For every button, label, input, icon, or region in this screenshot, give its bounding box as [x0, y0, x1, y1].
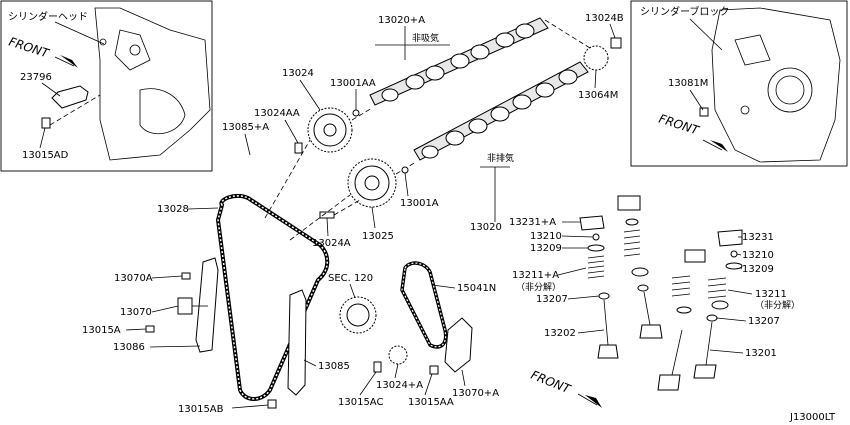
label-13209-b: 13209 — [742, 264, 774, 275]
label-13207-a: 13207 — [536, 294, 568, 305]
label-13015AC: 13015AC — [338, 397, 383, 408]
label-13081M: 13081M — [668, 78, 708, 89]
intake-note: 非排気 — [487, 152, 514, 164]
intake-sprocket — [347, 158, 397, 208]
cylinder-block-label: シリンダーブロック — [640, 5, 729, 18]
exhaust-note: 非吸気 — [412, 32, 439, 44]
label-15041N: 15041N — [457, 283, 496, 294]
label-13024: 13024 — [282, 68, 314, 79]
label-13211A: 13211+A — [512, 270, 559, 281]
label-13086: 13086 — [113, 342, 145, 353]
label-13024B: 13024B — [585, 13, 624, 24]
camshaft-exhaust — [369, 17, 549, 106]
camshaft-intake — [413, 61, 589, 161]
label-13211: 13211 — [755, 289, 787, 300]
valve-train-left — [579, 215, 619, 359]
chain-guide-slack — [145, 257, 219, 353]
valve-train-left-b — [617, 195, 663, 339]
front-label-right: FRONT — [657, 112, 702, 138]
label-13028: 13028 — [157, 204, 189, 215]
diagram-code: J13000LT — [789, 412, 836, 423]
label-13085A: 13085+A — [222, 122, 269, 133]
front-label-bottom: FRONT — [529, 368, 574, 397]
inset-cylinder-block: シリンダーブロック 13081M FRONT — [630, 0, 848, 167]
front-arrow-right-icon — [710, 140, 728, 152]
label-13015A: 13015A — [82, 325, 121, 336]
crank-sprocket — [339, 296, 408, 373]
exhaust-sprocket — [307, 107, 353, 153]
label-13070pA: 13070+A — [452, 388, 499, 399]
label-13202: 13202 — [544, 328, 576, 339]
label-13201: 13201 — [745, 348, 777, 359]
label-sec120: SEC. 120 — [328, 273, 373, 284]
valve-train-right — [693, 229, 743, 379]
oil-pump-tensioner — [429, 317, 473, 375]
exhaust-end-plate — [583, 37, 622, 71]
label-13085: 13085 — [318, 361, 350, 372]
label-13070: 13070 — [120, 307, 152, 318]
cylinder-head-label: シリンダーヘッド — [8, 10, 88, 23]
label-13024A: 13024A — [312, 238, 351, 249]
label-13001A: 13001A — [400, 198, 439, 209]
label-13025: 13025 — [362, 231, 394, 242]
label-13015AA: 13015AA — [408, 397, 454, 408]
label-13209-a: 13209 — [530, 243, 562, 254]
label-13001AA: 13001AA — [330, 78, 376, 89]
label-13020: 13020 — [470, 222, 502, 233]
label-13024AA: 13024AA — [254, 108, 300, 119]
label-13210-b: 13210 — [742, 250, 774, 261]
nonsep-note-b: （非分解） — [755, 299, 800, 311]
label-13015AB: 13015AB — [178, 404, 224, 415]
label-13070A: 13070A — [114, 273, 153, 284]
label-13231A: 13231+A — [509, 217, 556, 228]
label-13064M: 13064M — [578, 90, 618, 101]
label-13015AD: 13015AD — [22, 150, 69, 161]
label-13024pA: 13024+A — [376, 380, 423, 391]
front-label-left: FRONT — [7, 35, 52, 61]
timing-chain — [215, 193, 330, 401]
label-13210-a: 13210 — [530, 231, 562, 242]
inset-cylinder-head: シリンダーヘッド FRONT 23796 13015AD — [0, 0, 213, 172]
valve-train-right-b — [657, 249, 706, 391]
label-13020A: 13020+A — [378, 15, 425, 26]
nonsep-note-a: （非分解） — [516, 281, 561, 293]
chain-guide-tension — [267, 289, 307, 409]
label-13231: 13231 — [742, 232, 774, 243]
oil-pump-chain — [400, 261, 448, 349]
front-arrow-bottom-icon — [585, 395, 602, 408]
front-arrow-left-icon — [60, 55, 78, 68]
label-23796: 23796 — [20, 72, 52, 83]
label-13207-b: 13207 — [748, 316, 780, 327]
